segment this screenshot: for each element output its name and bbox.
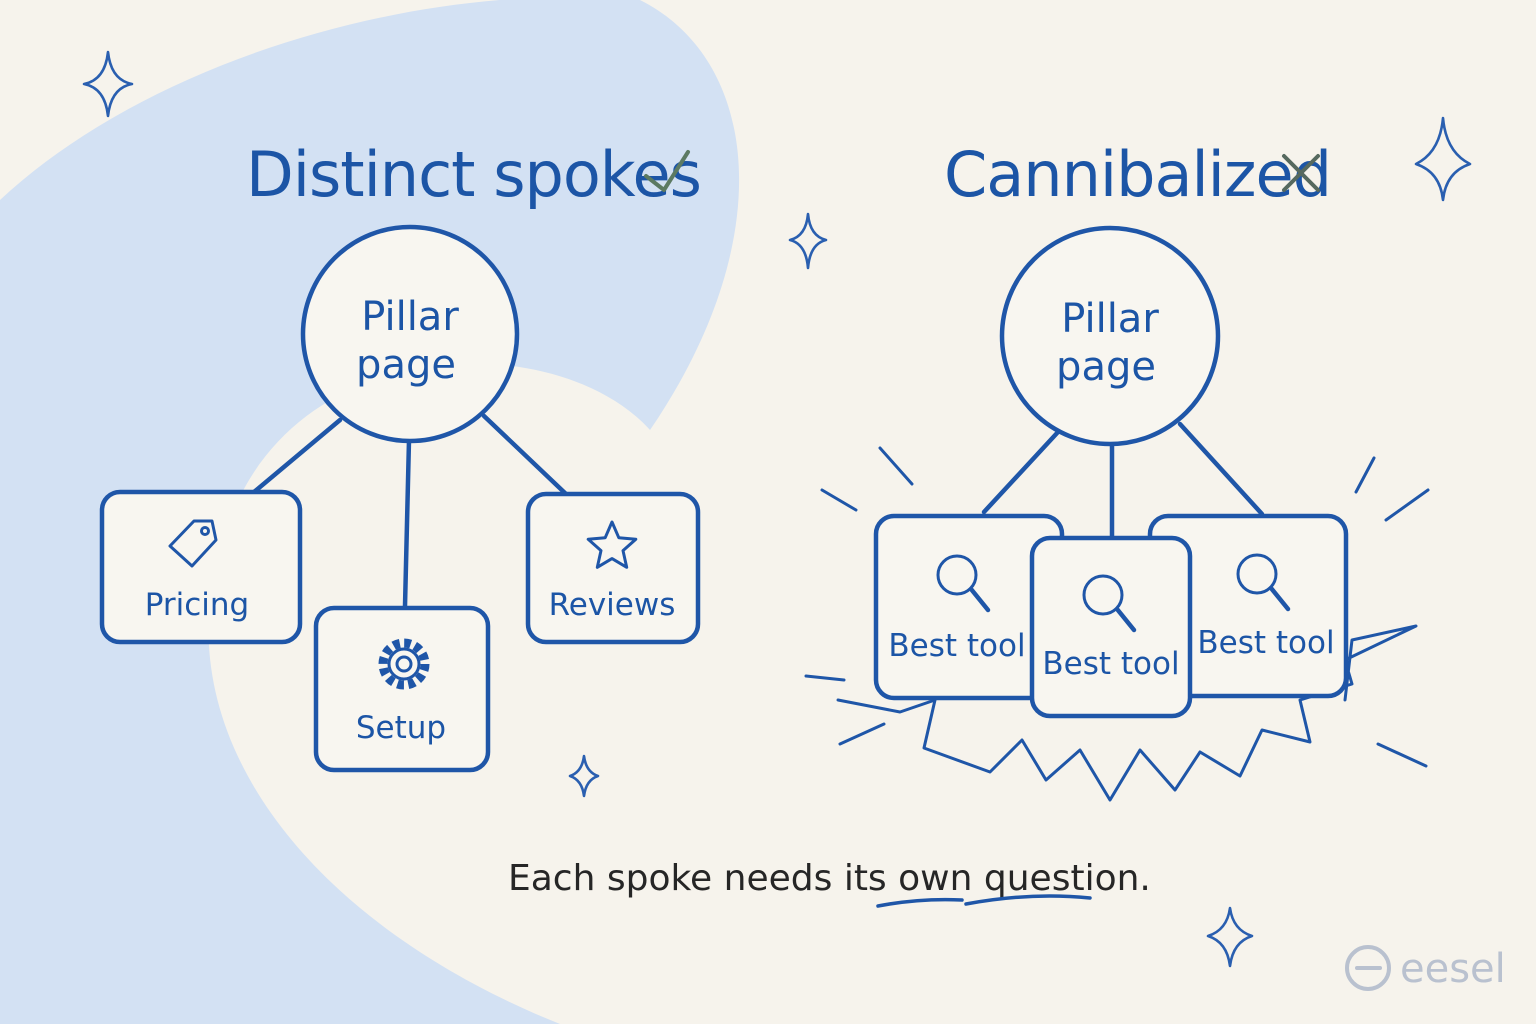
spoke-label: Pricing	[145, 587, 250, 623]
sparkle-icon	[82, 50, 134, 118]
brand-name: eesel	[1400, 946, 1506, 992]
sparkle-icon	[788, 212, 828, 270]
right-connectors	[981, 421, 1265, 539]
pillar-label-line2: page	[1056, 344, 1156, 390]
underline-question	[964, 894, 1092, 906]
caption-space	[972, 858, 983, 899]
caption: Each spoke needs its own question.	[508, 858, 1151, 899]
star-icon	[586, 520, 638, 569]
left-connectors	[251, 413, 569, 609]
spoke-box-setup: Setup	[313, 605, 491, 773]
caption-period: .	[1139, 858, 1150, 899]
spoke-label: Best tool	[888, 628, 1025, 664]
pillar-label-line1: Pillar	[1061, 296, 1159, 342]
background-swoosh	[0, 0, 740, 1024]
caption-emphasis-own: own	[898, 858, 972, 899]
price-tag-icon	[168, 519, 218, 568]
pillar-label-line1: Pillar	[361, 294, 459, 340]
spoke-box-best-tool: Best tool	[1029, 535, 1193, 719]
sparkle-icon	[1414, 116, 1472, 202]
underline-own	[876, 897, 964, 908]
magnifier-icon	[1082, 574, 1137, 633]
check-icon	[644, 150, 690, 192]
gear-icon	[378, 638, 430, 690]
magnifier-icon	[1236, 553, 1291, 612]
eesel-logo-icon	[1345, 945, 1391, 991]
spoke-box-pricing: Pricing	[99, 489, 303, 645]
left-pillar-node: Pillar page	[300, 224, 520, 444]
right-pillar-node: Pillar page	[999, 225, 1221, 447]
caption-text: Each spoke needs its	[508, 858, 898, 899]
spoke-label: Reviews	[549, 587, 676, 623]
magnifier-icon	[936, 554, 991, 613]
spoke-label: Setup	[356, 710, 446, 746]
left-title: Distinct spokes	[246, 138, 701, 211]
spoke-label: Best tool	[1042, 646, 1179, 682]
spoke-box-best-tool: Best tool	[873, 513, 1065, 701]
pillar-label-line2: page	[356, 342, 456, 388]
spoke-box-reviews: Reviews	[525, 491, 701, 645]
spoke-label: Best tool	[1197, 625, 1334, 661]
cross-icon	[1282, 154, 1320, 192]
caption-emphasis-question: question	[984, 858, 1140, 899]
right-title: Cannibalized	[944, 138, 1331, 211]
sparkle-icon	[568, 754, 600, 798]
sparkle-icon	[1206, 906, 1254, 968]
